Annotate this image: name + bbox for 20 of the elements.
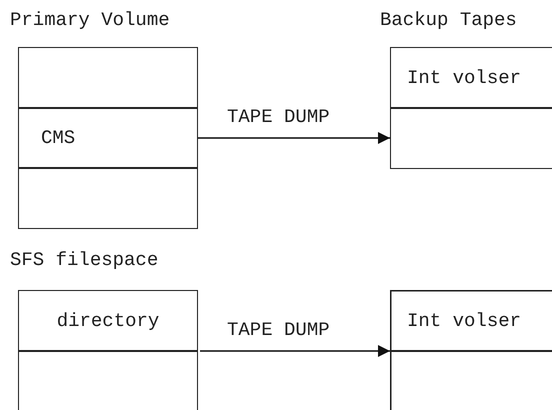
storage-cell [18,350,198,410]
stack-heading: SFS filespace [10,248,158,272]
storage-stack [10,248,200,410]
cell-label: Int volser [407,67,522,89]
storage-cell [390,47,552,109]
storage-stack [390,290,552,410]
cell-label: directory [56,310,160,332]
stack-heading: Primary Volume [10,8,170,32]
storage-cell [18,47,198,109]
cell-label: Int volser [407,310,522,332]
arrow [200,345,390,357]
storage-stack [380,8,552,170]
storage-cell [18,290,198,352]
cell-label: CMS [41,127,76,149]
storage-stack [10,8,200,230]
storage-cell [390,107,552,169]
storage-cell [18,107,198,169]
arrow [198,132,390,144]
stack-heading: Backup Tapes [380,8,517,32]
storage-cell [18,167,198,229]
